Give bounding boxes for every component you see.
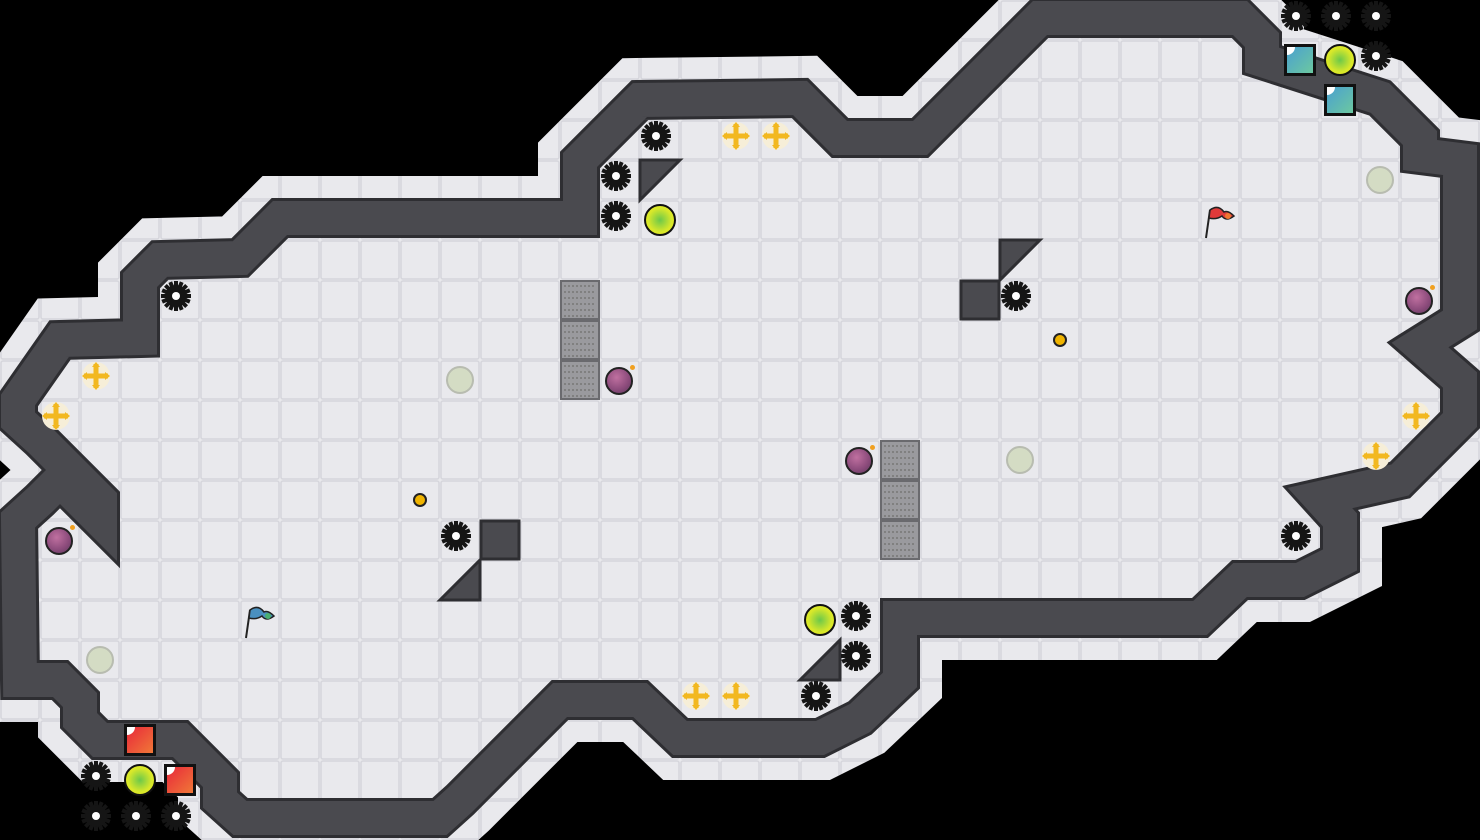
pale-circle-icon — [1360, 160, 1400, 200]
wall-ramp — [998, 238, 1044, 284]
cross-icon — [680, 680, 720, 720]
saw-icon — [80, 760, 120, 800]
coin-icon — [1040, 320, 1080, 360]
cross-icon — [760, 120, 800, 160]
saw-icon — [440, 520, 480, 560]
saw-icon — [840, 640, 880, 680]
saw-icon — [120, 800, 160, 840]
saw-icon — [640, 120, 680, 160]
ball-icon — [800, 600, 840, 640]
red-block-icon — [160, 760, 200, 800]
pale-circle-icon — [80, 640, 120, 680]
wall-ramp — [638, 158, 684, 204]
bomb-icon — [840, 440, 880, 480]
pale-circle-icon — [440, 360, 480, 400]
bomb-icon — [1400, 280, 1440, 320]
saw-icon — [160, 800, 200, 840]
saw-icon — [80, 800, 120, 840]
ball-icon — [120, 760, 160, 800]
ball-icon — [1320, 40, 1360, 80]
saw-icon — [1000, 280, 1040, 320]
cross-icon — [80, 360, 120, 400]
saw-icon — [1280, 0, 1320, 40]
saw-icon — [1320, 0, 1360, 40]
grate-tile — [880, 440, 920, 480]
bomb-icon — [40, 520, 80, 560]
cross-icon — [1400, 400, 1440, 440]
cross-icon — [720, 680, 760, 720]
saw-icon — [840, 600, 880, 640]
grate-tile — [880, 480, 920, 520]
saw-icon — [1360, 40, 1400, 80]
saw-icon — [1360, 0, 1400, 40]
red-block-icon — [120, 720, 160, 760]
saw-icon — [800, 680, 840, 720]
saw-icon — [600, 160, 640, 200]
cross-icon — [40, 400, 80, 440]
bomb-icon — [600, 360, 640, 400]
wall-block — [479, 519, 521, 561]
grate-tile — [880, 520, 920, 560]
cross-icon — [1360, 440, 1400, 480]
cross-icon — [720, 120, 760, 160]
wall-block — [959, 279, 1001, 321]
grate-tile — [560, 280, 600, 320]
coin-icon — [400, 480, 440, 520]
saw-icon — [600, 200, 640, 240]
wall-ramp — [436, 556, 482, 602]
grate-tile — [560, 320, 600, 360]
blue-flag-icon — [240, 600, 280, 640]
ball-icon — [640, 200, 680, 240]
grate-tile — [560, 360, 600, 400]
red-flag-icon — [1200, 200, 1240, 240]
saw-icon — [1280, 520, 1320, 560]
teal-block-icon — [1280, 40, 1320, 80]
teal-block-icon — [1320, 80, 1360, 120]
pale-circle-icon — [1000, 440, 1040, 480]
saw-icon — [160, 280, 200, 320]
wall-ramp — [796, 636, 842, 682]
